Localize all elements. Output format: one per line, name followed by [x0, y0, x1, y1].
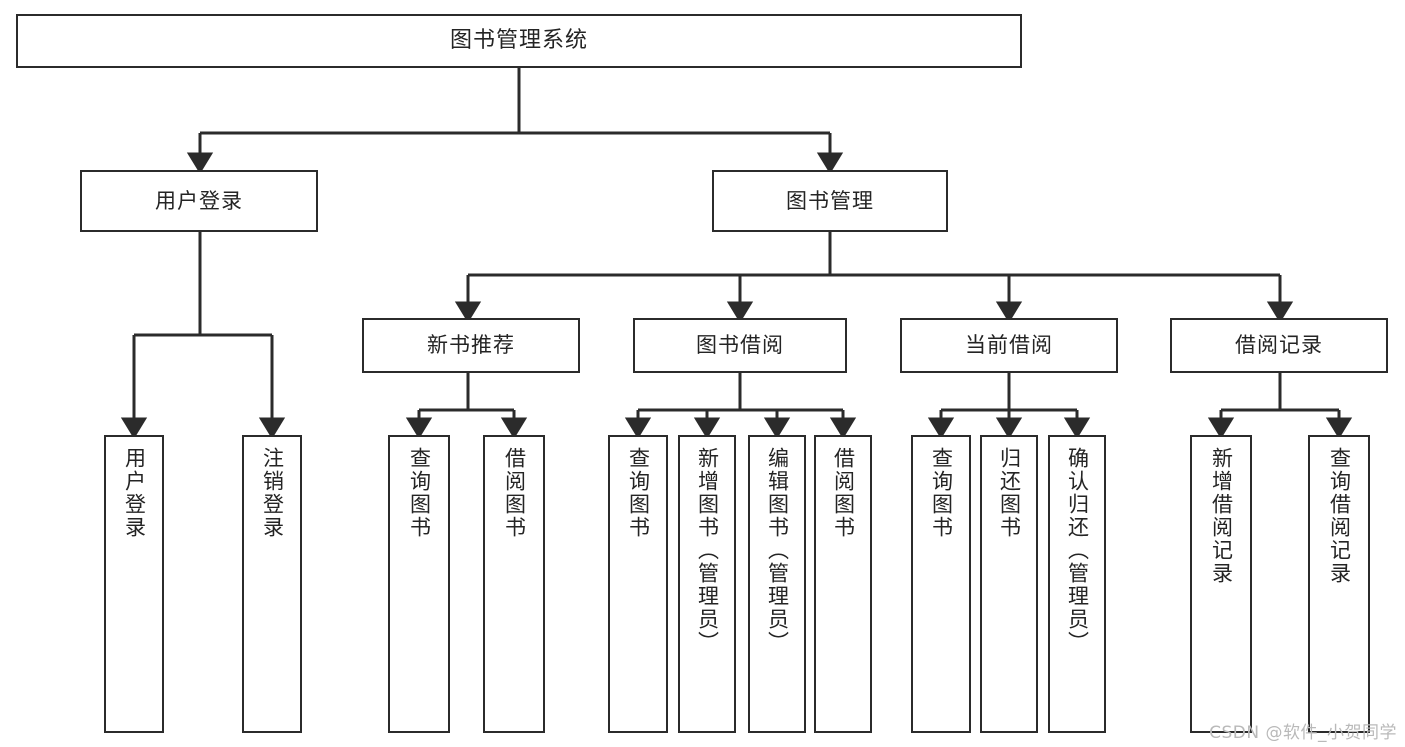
leaf-return-book[interactable]: 归还图书: [980, 435, 1038, 733]
node-label: 查询图书: [929, 447, 954, 539]
node-current-borrowing[interactable]: 当前借阅: [900, 318, 1118, 373]
leaf-add-borrow-record[interactable]: 新增借阅记录: [1190, 435, 1252, 733]
leaf-edit-book-admin[interactable]: 编辑图书（管理员）: [748, 435, 806, 733]
node-label: 用户登录: [122, 447, 147, 539]
node-label: 借阅图书: [831, 447, 856, 539]
leaf-add-book-admin[interactable]: 新增图书（管理员）: [678, 435, 736, 733]
node-label: 图书管理系统: [449, 28, 588, 54]
node-label: 确认归还（管理员）: [1065, 447, 1090, 654]
leaf-query-book-current[interactable]: 查询图书: [911, 435, 971, 733]
node-label: 借阅记录: [1235, 333, 1323, 358]
node-root-book-management-system[interactable]: 图书管理系统: [16, 14, 1022, 68]
leaf-query-borrow-record[interactable]: 查询借阅记录: [1308, 435, 1370, 733]
node-label: 编辑图书（管理员）: [765, 447, 790, 654]
node-label: 注销登录: [260, 447, 285, 539]
leaf-borrow-book[interactable]: 借阅图书: [814, 435, 872, 733]
node-new-book-recommendation[interactable]: 新书推荐: [362, 318, 580, 373]
node-label: 新增图书（管理员）: [695, 447, 720, 654]
node-book-borrowing[interactable]: 图书借阅: [633, 318, 847, 373]
node-label: 图书借阅: [696, 333, 784, 358]
node-label: 查询借阅记录: [1327, 447, 1352, 585]
node-label: 借阅图书: [502, 447, 527, 539]
node-label: 查询图书: [626, 447, 651, 539]
leaf-confirm-return-admin[interactable]: 确认归还（管理员）: [1048, 435, 1106, 733]
node-user-login[interactable]: 用户登录: [80, 170, 318, 232]
watermark: CSDN @软件_小贺同学: [1209, 723, 1397, 743]
leaf-query-book-borrow[interactable]: 查询图书: [608, 435, 668, 733]
node-label: 图书管理: [786, 188, 874, 213]
node-label: 新书推荐: [427, 333, 515, 358]
node-borrowing-record[interactable]: 借阅记录: [1170, 318, 1388, 373]
leaf-user-login[interactable]: 用户登录: [104, 435, 164, 733]
leaf-logout[interactable]: 注销登录: [242, 435, 302, 733]
leaf-borrow-book-new[interactable]: 借阅图书: [483, 435, 545, 733]
node-label: 用户登录: [155, 188, 243, 213]
leaf-query-book-new[interactable]: 查询图书: [388, 435, 450, 733]
node-label: 查询图书: [407, 447, 432, 539]
node-label: 新增借阅记录: [1209, 447, 1234, 585]
node-label: 当前借阅: [965, 333, 1053, 358]
node-label: 归还图书: [997, 447, 1022, 539]
node-book-management[interactable]: 图书管理: [712, 170, 948, 232]
